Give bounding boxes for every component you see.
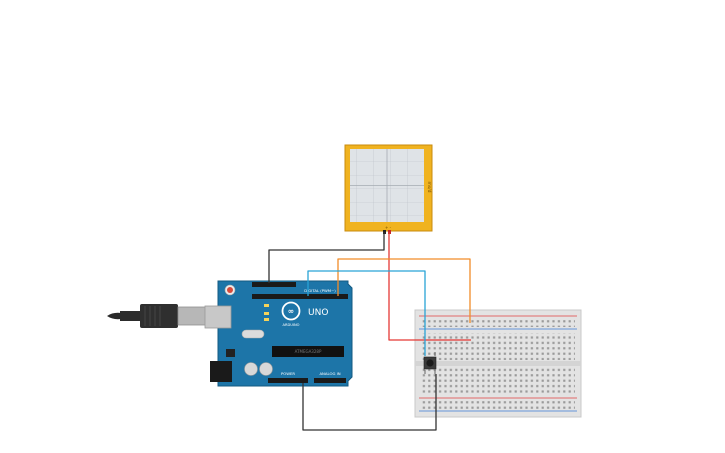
digital-header-upper[interactable] [252, 282, 296, 287]
crystal [241, 329, 265, 339]
arduino-model: UNO [308, 308, 328, 318]
usb-plug-metal [177, 306, 207, 326]
arduino-brand: ARDUINO [283, 323, 300, 327]
reset-button[interactable] [227, 287, 233, 293]
orange-signal-wire[interactable] [337, 258, 471, 323]
top-power-rail[interactable] [421, 318, 575, 327]
oscilloscope-side-label: ms/d [426, 181, 432, 192]
analog-header[interactable] [314, 378, 346, 383]
scope-ground-wire[interactable] [268, 232, 385, 283]
pushbutton-icon[interactable] [426, 359, 434, 367]
digital-header[interactable] [252, 294, 348, 299]
power-header[interactable] [268, 378, 308, 383]
ground-return-wire[interactable] [302, 374, 437, 431]
usb-plug-icon[interactable] [140, 304, 178, 328]
usb-cable-strain-relief [120, 311, 140, 321]
led-l [264, 304, 269, 307]
arduino-board [217, 280, 353, 387]
oscilloscope[interactable]: ms/d + - [344, 144, 433, 234]
analog-label: ANALOG IN [319, 371, 340, 376]
cyan-signal-wire[interactable] [307, 270, 426, 356]
bottom-power-rail[interactable] [421, 400, 575, 409]
usb-cable[interactable] [107, 304, 207, 328]
digital-label: DIGITAL (PWM~) [304, 288, 336, 293]
power-label: POWER [281, 371, 295, 376]
usb-port [204, 305, 232, 329]
oscilloscope-probe-label: + - [385, 225, 392, 230]
atmega-chip [272, 346, 344, 357]
led-tx [264, 312, 269, 315]
power-jack [210, 361, 232, 382]
svg-text:∞: ∞ [288, 307, 294, 316]
center-channel [415, 361, 581, 366]
scope-signal-wire[interactable] [388, 232, 471, 341]
arduino-uno[interactable]: DIGITAL (PWM~) ∞ ARDUINO UNO ATMEGA328P … [204, 280, 353, 387]
terminal-strip-bottom[interactable] [421, 367, 575, 394]
breadboard[interactable] [414, 309, 582, 418]
usb-cable-end [107, 312, 121, 320]
wires [268, 232, 471, 431]
capacitor-1 [244, 362, 258, 376]
chip-label: ATMEGA328P [295, 349, 322, 354]
terminal-strip-top[interactable] [421, 333, 575, 360]
capacitor-2 [259, 362, 273, 376]
voltage-regulator [226, 349, 235, 357]
led-rx [264, 318, 269, 321]
arduino-logo-icon [281, 301, 301, 321]
